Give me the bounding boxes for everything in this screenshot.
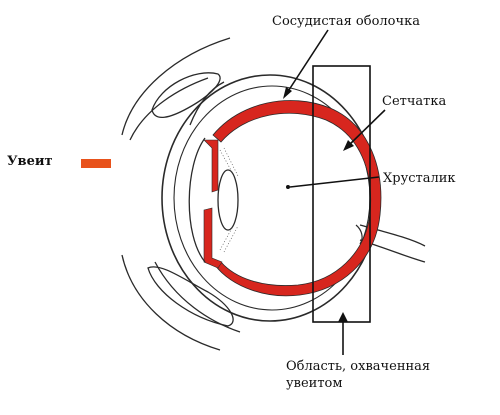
retina-arrowhead <box>343 140 354 151</box>
label-choroid: Сосудистая оболочка <box>272 14 420 29</box>
lower-lid-inner <box>154 261 241 333</box>
retina-pointer <box>346 109 386 148</box>
lens-shape <box>217 169 239 231</box>
upper-lid-outer <box>129 77 209 141</box>
label-region-line1: Область, охваченная <box>286 359 430 374</box>
ciliary-upper <box>203 139 219 193</box>
zonule-fibers <box>219 147 239 253</box>
region-arrowhead <box>338 312 348 322</box>
upper-eyelid <box>151 72 221 118</box>
pointer-arrows <box>284 29 386 355</box>
eyelid-outlines <box>121 37 426 351</box>
choroid-pointer <box>284 29 329 97</box>
arrow-heads <box>283 87 354 322</box>
cornea <box>188 137 206 263</box>
legend-swatch <box>81 159 111 168</box>
ciliary-lower <box>203 207 223 269</box>
lens-arrow-dot <box>286 185 290 189</box>
label-region-line2: увеитом <box>286 376 342 391</box>
label-lens: Хрусталик <box>383 171 456 186</box>
choroid-arrowhead <box>283 87 292 99</box>
lower-brow-line <box>121 254 221 351</box>
lower-eyelid <box>147 266 234 327</box>
label-retina: Сетчатка <box>382 94 446 109</box>
legend-label: Увеит <box>7 154 53 169</box>
upper-lid-inner <box>189 81 225 126</box>
optic-disc <box>355 224 363 245</box>
upper-brow-line <box>121 37 231 136</box>
lens-pointer <box>289 176 380 188</box>
